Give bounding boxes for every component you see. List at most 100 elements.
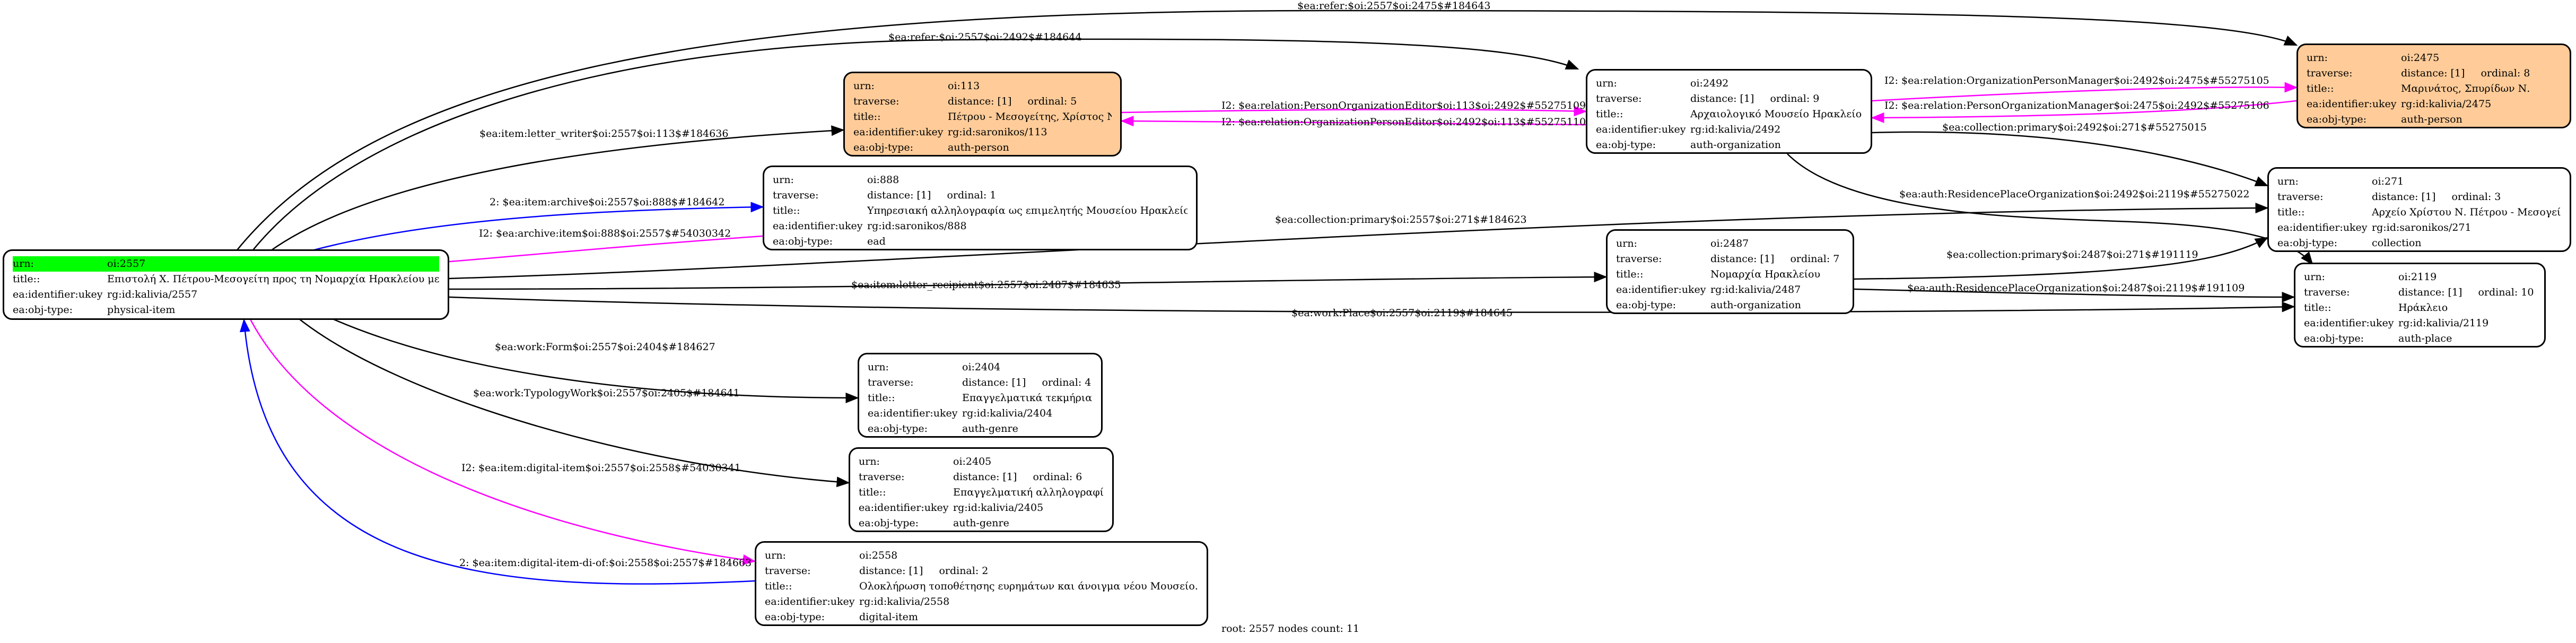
node-row: ea:obj-type:ead: [773, 236, 886, 247]
node-row: traverse:distance: [1]ordinal: 8: [2307, 67, 2530, 79]
node-row: urn:oi:2404: [868, 361, 1001, 373]
node-row: title::Ηράκλειο: [2304, 302, 2448, 314]
edge-label: $ea:item:letter_writer$oi:2557$oi:113$#1…: [479, 128, 728, 140]
edge-digital-item: [248, 317, 756, 565]
node-2557[interactable]: urn:oi:2557 title::Επιστολή Χ. Πέτρου-Με…: [3, 249, 449, 320]
node-2475[interactable]: urn:oi:2475 traverse:distance: [1]ordina…: [2296, 44, 2571, 128]
node-row: urn:oi:113: [853, 80, 980, 92]
edge-label: $ea:refer:$oi:2557$oi:2475$#184643: [1297, 0, 1490, 12]
edge-refer-2475: [233, 10, 2298, 255]
node-113[interactable]: urn:oi:113 traverse:distance: [1]ordinal…: [843, 72, 1122, 157]
node-row: title::Ολοκλήρωση τοποθέτησης ευρημάτων …: [765, 580, 1198, 592]
node-row: urn:oi:2487: [1616, 238, 1749, 249]
edge-pom-2475-2492: [1871, 100, 2297, 123]
edge-res-2487-2119: [1854, 288, 2295, 302]
node-row: title::Αρχείο Χρίστου Ν. Πέτρου - Μεσογε…: [2277, 206, 2561, 218]
node-row: title::Αρχαιολογικό Μουσείο Ηρακλείου: [1596, 108, 1862, 120]
node-271[interactable]: urn:oi:271 traverse:distance: [1]ordinal…: [2267, 167, 2571, 252]
edge-archive-888: [296, 202, 764, 256]
node-2405[interactable]: urn:oi:2405 traverse:distance: [1]ordina…: [849, 447, 1114, 532]
node-row: urn:oi:2492: [1596, 77, 1729, 89]
node-row: ea:obj-type:auth-organization: [1616, 299, 1801, 311]
edge-opm-2492-2475: [1872, 82, 2298, 102]
edge-label: $ea:work:Place$oi:2557$oi:2119$#184645: [1291, 307, 1513, 319]
node-row: urn:oi:2558: [765, 550, 898, 561]
edge-label: $ea:collection:primary$oi:2557$oi:271$#1…: [1275, 214, 1527, 225]
edge-coll-2487-271: [1854, 237, 2269, 280]
edge-place-2119: [449, 296, 2295, 313]
edge-label: $ea:item:letter_recipient$oi:2557$oi:248…: [851, 279, 1121, 291]
node-row: urn:oi:888: [773, 174, 900, 186]
node-2404[interactable]: urn:oi:2404 traverse:distance: [1]ordina…: [858, 353, 1103, 438]
edge-label: 2: $ea:item:digital-item-di-of:$oi:2558$…: [459, 557, 752, 569]
edge-label: I2: $ea:relation:OrganizationPersonManag…: [1884, 75, 2269, 86]
edge-label: $ea:auth:ResidencePlaceOrganization$oi:2…: [1899, 188, 2250, 200]
node-row: title::Νομαρχία Ηρακλείου: [1616, 268, 1821, 280]
node-row: title::Υπηρεσιακή αλληλογραφία ως επιμελ…: [773, 205, 1187, 216]
node-row: title::Πέτρου - Μεσογείτης, Χρίστος Ν.: [853, 111, 1112, 123]
node-2487[interactable]: urn:oi:2487 traverse:distance: [1]ordina…: [1606, 229, 1854, 314]
node-row: ea:obj-type:auth-place: [2304, 333, 2452, 344]
edge-typology-2405: [296, 317, 850, 488]
node-row: ea:obj-type:auth-genre: [859, 517, 1009, 529]
edge-form-2404: [328, 316, 859, 403]
edge-label: $ea:work:Form$oi:2557$oi:2404$#184627: [495, 341, 715, 353]
node-2119[interactable]: urn:oi:2119 traverse:distance: [1]ordina…: [2294, 263, 2546, 347]
edge-label: I2: $ea:archive:item$oi:888$oi:2557$#540…: [479, 228, 731, 239]
edge-writer-113: [265, 125, 845, 256]
edge-digital-of: [239, 318, 755, 585]
node-2492[interactable]: urn:oi:2492 traverse:distance: [1]ordina…: [1586, 69, 1872, 154]
node-row: ea:obj-type:collection: [2277, 237, 2422, 249]
node-row: traverse:distance: [1]ordinal: 1: [773, 189, 997, 201]
edge-res-2492-2119: [1787, 153, 2313, 265]
node-row: ea:obj-type:auth-genre: [868, 423, 1018, 435]
node-row: ea:obj-type:digital-item: [765, 611, 918, 623]
node-row: traverse:distance: [1]ordinal: 6: [859, 471, 1082, 483]
node-888[interactable]: urn:oi:888 traverse:distance: [1]ordinal…: [763, 166, 1198, 250]
node-row: traverse:distance: [1]ordinal: 2: [765, 565, 989, 577]
edge-label: $ea:collection:primary$oi:2492$oi:271$#5…: [1942, 121, 2207, 133]
edge-label: $ea:refer:$oi:2557$oi:2492$#184644: [888, 31, 1081, 43]
node-row: ea:obj-type:physical-item: [13, 304, 176, 316]
node-row: ea:obj-type:auth-organization: [1596, 139, 1781, 151]
node-row: traverse:distance: [1]ordinal: 7: [1616, 253, 1840, 265]
node-row: urn:oi:2557: [13, 256, 439, 272]
edge-label: $ea:work:TypologyWork$oi:2557$oi:2405$#1…: [473, 387, 740, 399]
footer-status: root: 2557 nodes count: 11: [1221, 623, 1360, 635]
node-row: title::Επαγγελματική αλληλογραφία: [859, 486, 1104, 498]
node-row: title::Επιστολή Χ. Πέτρου-Μεσογείτη προς…: [13, 273, 439, 285]
node-row: title::Μαρινάτος, Σπυρίδων Ν.: [2307, 83, 2530, 94]
edge-archive-item: [421, 235, 763, 268]
edge-ope-2492-113: [1120, 116, 1586, 127]
edge-refer-2492: [249, 38, 1579, 255]
edge-label: $ea:auth:ResidencePlaceOrganization$oi:2…: [1907, 282, 2245, 294]
edge-label: $ea:collection:primary$oi:2487$oi:271$#1…: [1946, 249, 2198, 260]
node-row: urn:oi:2475: [2307, 52, 2440, 64]
node-row: traverse:distance: [1]ordinal: 9: [1596, 93, 1820, 105]
node-row: title::Επαγγελματικά τεκμήρια: [868, 392, 1093, 404]
node-row: traverse:distance: [1]ordinal: 4: [868, 377, 1091, 388]
node-row: traverse:distance: [1]ordinal: 3: [2277, 191, 2501, 203]
edge-label: I2: $ea:relation:OrganizationPersonEdito…: [1221, 116, 1586, 128]
edge-label: 2: $ea:item:archive$oi:2557$oi:888$#1846…: [490, 196, 724, 208]
node-row: traverse:distance: [1]ordinal: 10: [2304, 286, 2534, 298]
node-row: ea:obj-type:auth-person: [2307, 114, 2463, 125]
node-row: urn:oi:271: [2277, 176, 2404, 187]
edge-coll-2492-271: [1872, 131, 2269, 187]
node-2558[interactable]: urn:oi:2558 traverse:distance: [1]ordina…: [755, 541, 1208, 626]
node-row: urn:oi:2119: [2304, 271, 2437, 283]
node-row: urn:oi:2405: [859, 456, 992, 467]
edge-recipient-2487: [449, 272, 1608, 290]
